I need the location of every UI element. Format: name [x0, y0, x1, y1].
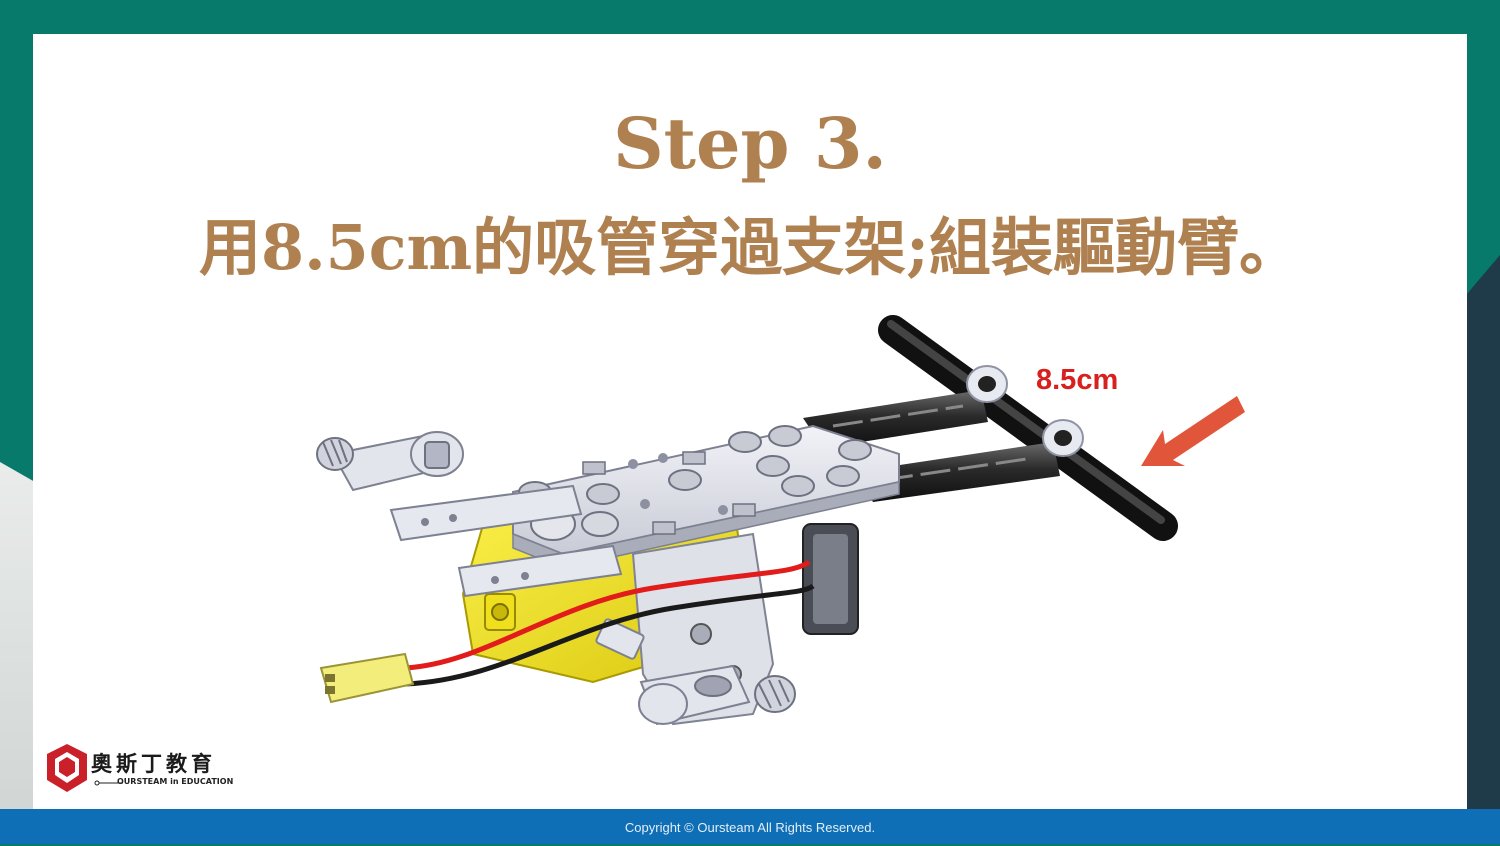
- wire-connector: [319, 652, 415, 704]
- small-gear: [316, 437, 354, 471]
- slide-title-instruction: 用8.5cm的吸管穿過支架;組裝驅動臂。: [198, 211, 1302, 284]
- straw-rods: [803, 390, 1060, 502]
- brand-name: 奧斯丁教育: [91, 752, 216, 776]
- robot-arm-assembly-illustration: [316, 315, 1245, 726]
- cross-rod: [878, 315, 1178, 541]
- brand-tagline: OURSTEAM in EDUCATION: [91, 777, 233, 786]
- slide-canvas: Step 3. 用8.5cm的吸管穿過支架;組裝驅動臂。: [33, 34, 1467, 809]
- oursteam-logo-icon: [47, 744, 123, 792]
- copyright-footer: Copyright © Oursteam All Rights Reserved…: [0, 809, 1500, 844]
- red-arrow-icon: [1141, 396, 1245, 466]
- bottom-crank: [595, 618, 796, 726]
- top-crank: [316, 431, 464, 492]
- length-annotation: 8.5cm: [1036, 364, 1119, 396]
- rod-spacers: [966, 365, 1084, 457]
- bracket-arms: [389, 484, 623, 598]
- motor-wires: [404, 559, 815, 687]
- copyright-text: Copyright © Oursteam All Rights Reserved…: [624, 820, 876, 835]
- brand-tagline-text: OURSTEAM in EDUCATION: [117, 777, 234, 786]
- slide-title-step: Step 3.: [613, 102, 887, 185]
- small-gear-bottom: [754, 675, 796, 713]
